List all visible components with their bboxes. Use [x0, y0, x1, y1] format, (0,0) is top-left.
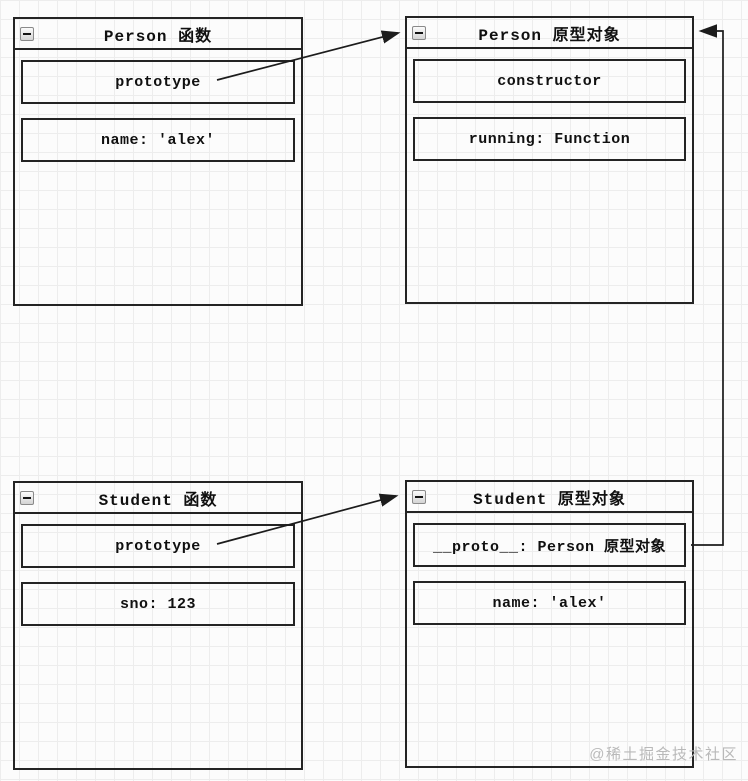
- node-title: Person 原型对象: [478, 26, 621, 45]
- minimize-icon[interactable]: [20, 26, 34, 41]
- field-proto-link[interactable]: __proto__: Person 原型对象: [413, 523, 686, 567]
- node-person-prototype-titlebar: Person 原型对象: [407, 18, 692, 49]
- minimize-icon[interactable]: [412, 25, 426, 40]
- node-title: Person 函数: [103, 27, 213, 46]
- field-label: constructor: [497, 72, 602, 90]
- field-label: name: 'alex': [492, 594, 607, 612]
- minus-glyph: [415, 31, 423, 34]
- node-body: constructor running: Function: [407, 49, 692, 161]
- minus-glyph: [415, 495, 423, 498]
- minus-glyph: [23, 496, 31, 499]
- minimize-icon[interactable]: [20, 490, 34, 505]
- field-prototype[interactable]: prototype: [21, 60, 295, 104]
- minus-glyph: [23, 32, 31, 35]
- field-name[interactable]: name: 'alex': [21, 118, 295, 162]
- node-person-function-titlebar: Person 函数: [15, 19, 301, 50]
- field-label: __proto__: Person 原型对象: [432, 538, 667, 556]
- watermark: @稀土掘金技术社区: [589, 746, 738, 763]
- node-body: __proto__: Person 原型对象 name: 'alex': [407, 513, 692, 625]
- field-prototype[interactable]: prototype: [21, 524, 295, 568]
- node-student-function-titlebar: Student 函数: [15, 483, 301, 514]
- node-student-prototype-titlebar: Student 原型对象: [407, 482, 692, 513]
- node-person-prototype-object[interactable]: Person 原型对象 constructor running: Functio…: [405, 16, 694, 304]
- field-label: prototype: [115, 73, 201, 91]
- field-sno[interactable]: sno: 123: [21, 582, 295, 626]
- field-label: running: Function: [468, 130, 631, 148]
- arrow-student-proto-to-person-proto-object[interactable]: [691, 24, 724, 546]
- field-running[interactable]: running: Function: [413, 117, 686, 161]
- field-label: sno: 123: [119, 595, 196, 613]
- minimize-icon[interactable]: [412, 489, 426, 504]
- field-label: name: 'alex': [100, 131, 216, 149]
- field-constructor[interactable]: constructor: [413, 59, 686, 103]
- field-label: prototype: [115, 537, 201, 555]
- node-student-prototype-object[interactable]: Student 原型对象 __proto__: Person 原型对象 name…: [405, 480, 694, 768]
- node-body: prototype name: 'alex': [15, 50, 301, 162]
- node-person-function[interactable]: Person 函数 prototype name: 'alex': [13, 17, 303, 306]
- node-title: Student 函数: [98, 491, 218, 510]
- node-title: Student 原型对象: [473, 490, 626, 509]
- field-name[interactable]: name: 'alex': [413, 581, 686, 625]
- node-body: prototype sno: 123: [15, 514, 301, 626]
- node-student-function[interactable]: Student 函数 prototype sno: 123: [13, 481, 303, 770]
